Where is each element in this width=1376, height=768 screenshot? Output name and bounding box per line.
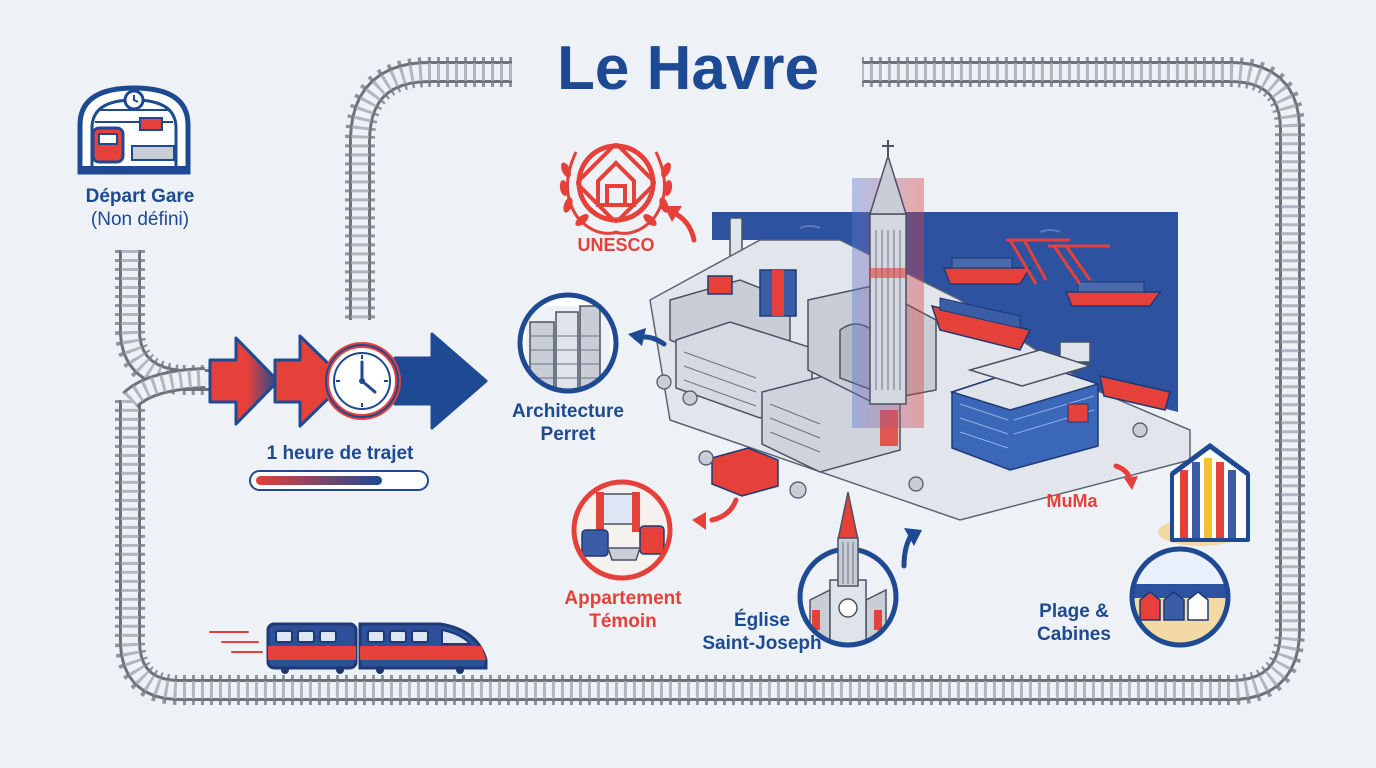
apartment-label-line1: Appartement	[564, 588, 682, 609]
apartment-label-line2: Témoin	[589, 610, 657, 632]
unesco-emblem-icon	[559, 143, 673, 235]
church-label-line1: Église	[734, 610, 790, 631]
departure-station: Départ Gare	[85, 186, 195, 207]
beach-label-line2: Cabines	[1037, 623, 1111, 645]
apartment-badge-icon	[571, 479, 673, 581]
beach-badge-icon	[1129, 546, 1231, 648]
perret-label-line2: Perret	[540, 423, 596, 445]
railway-track	[115, 57, 1305, 705]
beach-label-line1: Plage &	[1039, 601, 1109, 622]
apartment-label: Appartement Témoin	[528, 588, 718, 634]
departure-detail: (Non défini)	[90, 208, 190, 230]
station-icon	[77, 85, 191, 175]
port-crane-icon	[1006, 238, 1110, 285]
muma-museum	[949, 349, 1101, 471]
train-icon	[209, 622, 488, 674]
departure-label: Départ Gare (Non défini)	[40, 186, 240, 232]
trip-progress-bar	[249, 470, 429, 491]
journey-arrows	[208, 332, 488, 430]
page-title: Le Havre	[557, 34, 819, 103]
muma-label: MuMa	[1046, 491, 1098, 511]
beach-label: Plage & Cabines	[1016, 601, 1132, 647]
apartment-pointer-arrow	[709, 497, 739, 523]
church-label: Église Saint-Joseph	[682, 610, 842, 656]
perret-label: Architecture Perret	[488, 401, 648, 447]
church-label-line2: Saint-Joseph	[702, 632, 822, 654]
trip-duration-label: 1 heure de trajet	[266, 443, 414, 464]
perret-label-line1: Architecture	[512, 401, 624, 422]
church-spire	[837, 491, 859, 587]
beach-hut-icon	[1158, 442, 1250, 546]
clock-icon	[323, 342, 401, 420]
city-illustration	[649, 140, 1191, 521]
saint-joseph-tower	[868, 140, 908, 405]
unesco-label: UNESCO	[577, 235, 655, 255]
container-ship-icon	[942, 257, 1032, 285]
perret-badge-icon	[517, 292, 619, 394]
